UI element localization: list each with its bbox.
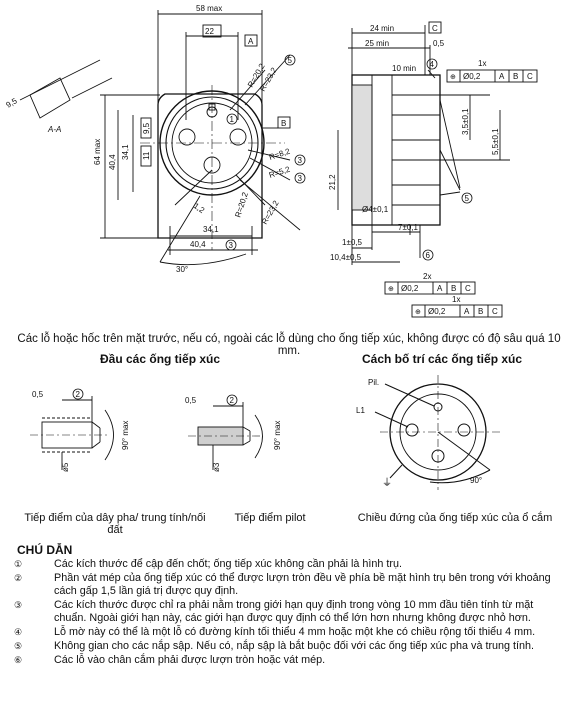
- dim-7: 7±0,1: [398, 223, 419, 232]
- dim-9-5: 9,5: [142, 122, 151, 134]
- dim-58max: 58 max: [196, 4, 222, 13]
- legend-text: Các lỗ vào chân cắm phải được lượn tròn …: [54, 654, 326, 666]
- svg-text:⊕: ⊕: [388, 286, 394, 293]
- legend-number: ⑥: [14, 655, 23, 665]
- svg-text:4: 4: [430, 60, 435, 69]
- legend-item: ④ Lỗ mờ này có thể là một lỗ có đường kí…: [10, 626, 562, 639]
- svg-text:2: 2: [230, 396, 235, 405]
- legend-text: Phần vát mép của ống tiếp xúc có thể đượ…: [54, 572, 551, 597]
- tol-value-bottom: Ø0,2: [428, 307, 446, 316]
- legend-item: ② Phần vát mép của ống tiếp xúc có thể đ…: [10, 572, 562, 598]
- contact-layout-drawing: Pil. L1 90° ⏚: [356, 375, 500, 490]
- dim-24min: 24 min: [370, 24, 394, 33]
- tol-ref-b-top: B: [513, 72, 518, 81]
- tol-value-top: Ø0,2: [463, 72, 481, 81]
- label-pilot: Pil.: [368, 378, 379, 387]
- dim-34-1-vertical: 34,1: [121, 144, 130, 160]
- tip-phase-diameter: ø5: [61, 462, 70, 472]
- svg-text:5: 5: [465, 194, 470, 203]
- legend-item: ③ Các kích thước được chỉ ra phải nằm tr…: [10, 599, 562, 625]
- dim-10min: 10 min: [392, 64, 416, 73]
- tip-phase-chamfer: 0,5: [32, 390, 44, 399]
- tol-count-2x: 2x: [423, 272, 431, 281]
- datum-b: B: [281, 119, 286, 128]
- side-view-drawing: 24 min C 25 min 0,5 10 min 1x ⊕ Ø0,2 A B…: [328, 21, 538, 318]
- legend-text: Không gian cho các nắp sập. Nếu có, nắp …: [54, 640, 535, 652]
- svg-text:3: 3: [298, 174, 303, 183]
- dim-11: 11: [142, 151, 151, 160]
- legend-list: ① Các kích thước để cập đến chốt; ống ti…: [10, 558, 562, 668]
- dim-1: 1±0,5: [342, 238, 363, 247]
- tip-pilot-chamfer: 0,5: [185, 396, 197, 405]
- angle-30: 30°: [176, 265, 188, 274]
- datum-a: A: [248, 37, 254, 46]
- dim-64max: 64 max: [93, 139, 102, 165]
- radius-20-2-bottom: R=20,2: [233, 191, 250, 219]
- dim-10-4: 10,4±0,5: [330, 253, 362, 262]
- legend-item: ⑥ Các lỗ vào chân cắm phải được lượn trò…: [10, 654, 562, 667]
- tol-value-middle: Ø0,2: [401, 284, 419, 293]
- legend-text: Các kích thước để cập đến chốt; ống tiếp…: [54, 558, 403, 570]
- svg-text:A: A: [437, 284, 443, 293]
- dim-34-1-horizontal: 34,1: [203, 225, 219, 234]
- legend-number: ④: [14, 627, 23, 637]
- section-label: A-A: [47, 125, 61, 134]
- svg-text:B: B: [478, 307, 483, 316]
- tip-pilot-angle: 90° max: [273, 421, 282, 450]
- tip-pilot-diameter: ø3: [212, 462, 221, 472]
- svg-text:C: C: [465, 284, 471, 293]
- heading-contact-layout: Cách bố trí các ống tiếp xúc: [362, 352, 523, 366]
- datum-c: C: [432, 24, 438, 33]
- dim-1-2: 1,2: [192, 201, 207, 215]
- legend-title: CHÚ DẪN: [17, 543, 73, 557]
- svg-text:⊕: ⊕: [450, 74, 456, 81]
- caption-pilot-contact: Tiếp điểm pilot: [234, 512, 306, 524]
- svg-text:3: 3: [229, 241, 234, 250]
- svg-text:A: A: [464, 307, 470, 316]
- label-l1: L1: [356, 406, 365, 415]
- dim-40-4-horizontal: 40,4: [190, 240, 206, 249]
- dim-22: 22: [205, 27, 214, 36]
- svg-text:B: B: [451, 284, 456, 293]
- dim-0-5: 0,5: [433, 39, 445, 48]
- svg-text:3: 3: [298, 156, 303, 165]
- legend-number: ①: [14, 559, 23, 569]
- layout-angle-90: 90°: [470, 476, 482, 485]
- dim-3-5: 3,5±0,1: [461, 108, 470, 135]
- tol-ref-a-top: A: [499, 72, 505, 81]
- contact-tip-drawings: 0,5 0,5 ø5 ø3 90° max 90° max 2 2: [30, 388, 282, 472]
- dim-diameter-4: Ø4±0,1: [362, 205, 389, 214]
- legend-item: ⑤ Không gian cho các nắp sập. Nếu có, nắ…: [10, 640, 562, 653]
- svg-text:⊕: ⊕: [415, 309, 421, 316]
- legend-number: ②: [14, 573, 23, 583]
- front-view-drawing: 58 max 22 A B 64 max 34,1 40,4 9,5 11 R=…: [5, 4, 306, 274]
- dim-40-4-vertical: 40,4: [108, 154, 117, 170]
- heading-contact-tips: Đầu các ống tiếp xúc: [100, 352, 221, 366]
- tol-count-1x-bottom: 1x: [452, 295, 460, 304]
- earth-icon: ⏚: [382, 477, 392, 489]
- caption-socket-layout: Chiều đứng của ống tiếp xúc của ổ cắm: [357, 512, 553, 524]
- dim-25min: 25 min: [365, 39, 389, 48]
- legend-item: ① Các kích thước để cập đến chốt; ống ti…: [10, 558, 562, 571]
- dim-21-2: 21,2: [328, 174, 337, 190]
- legend-number: ③: [14, 600, 23, 610]
- svg-text:2: 2: [76, 390, 81, 399]
- caption-phase-contact: Tiếp điểm của dây pha/ trung tính/nối đấ…: [24, 512, 206, 536]
- tip-phase-angle: 90° max: [121, 421, 130, 450]
- legend-text: Các kích thước được chỉ ra phải nằm tron…: [54, 599, 534, 624]
- depth-note: Các lỗ hoặc hốc trên mặt trước, nếu có, …: [17, 333, 561, 357]
- svg-text:6: 6: [426, 251, 431, 260]
- dim-5-5: 5,5±0,1: [491, 128, 500, 155]
- tol-count-1x-top: 1x: [478, 59, 486, 68]
- svg-text:1: 1: [230, 115, 235, 124]
- tol-ref-c-top: C: [527, 72, 533, 81]
- legend-number: ⑤: [14, 641, 23, 651]
- dim-9-5-section: 9,5: [5, 96, 20, 110]
- legend-text: Lỗ mờ này có thể là một lỗ có đường kính…: [54, 626, 536, 638]
- radius-5-2: R=5,2: [268, 165, 292, 180]
- svg-text:5: 5: [288, 56, 293, 65]
- svg-text:C: C: [492, 307, 498, 316]
